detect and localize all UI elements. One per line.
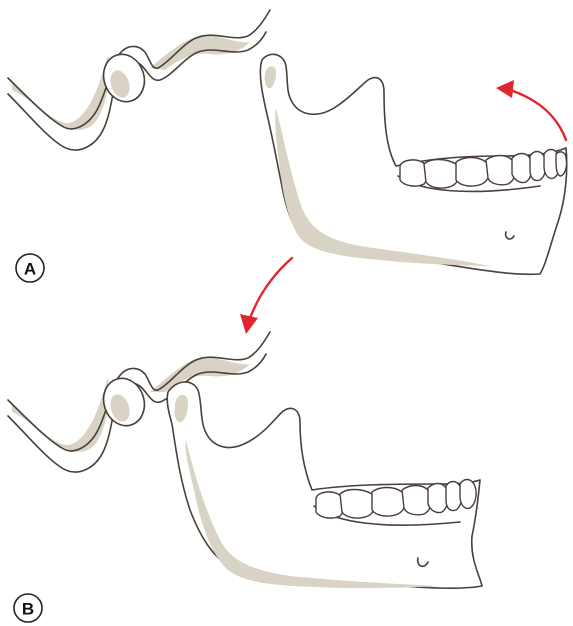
condyle-b [98, 373, 151, 431]
panel-label-a: A [24, 260, 36, 279]
rotation-arrow-a [496, 80, 566, 140]
panel-a: A [8, 10, 567, 282]
panel-label-b: B [22, 600, 34, 619]
opening-arrow [240, 258, 292, 334]
panel-label-b-badge: B [14, 594, 42, 622]
panel-label-a-badge: A [16, 254, 44, 282]
panel-b: B [8, 332, 482, 622]
